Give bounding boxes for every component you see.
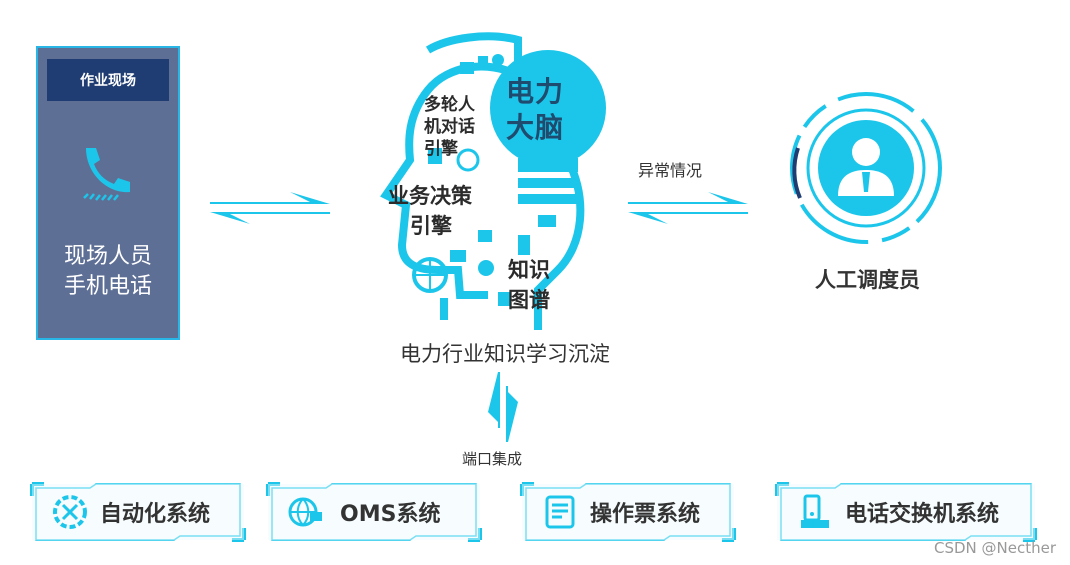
system-label: 电话交换机系统 — [845, 502, 1000, 527]
field-tag: 作业现场 — [47, 59, 169, 101]
head-caption: 电力行业知识学习沉淀 — [400, 342, 610, 366]
globe-monitor-icon — [288, 497, 322, 527]
system-label: 自动化系统 — [100, 502, 211, 527]
telephone-icon — [801, 494, 829, 528]
engine2-line1: 业务决策 — [388, 184, 472, 208]
port-label: 端口集成 — [462, 450, 523, 468]
system-box-automation: 自动化系统 — [30, 482, 246, 542]
tools-gear-icon — [53, 495, 87, 529]
field-card: 作业现场 现场人员 手机电话 — [36, 46, 180, 340]
kg-line1: 知识 — [508, 258, 550, 282]
bulb-line1: 电力 — [506, 75, 565, 108]
bidirectional-arrow-icon — [210, 192, 330, 224]
system-label: OMS系统 — [340, 502, 441, 527]
engine1-line3: 引擎 — [424, 139, 458, 159]
bulb-line2: 大脑 — [506, 111, 565, 144]
system-box-ticket: 操作票系统 — [520, 482, 736, 542]
engine1-line2: 机对话 — [424, 117, 475, 137]
vertical-bidirectional-arrow-icon — [488, 372, 518, 442]
system-frame — [30, 482, 246, 542]
abnormal-label: 异常情况 — [638, 161, 703, 180]
watermark: CSDN @Necther — [933, 539, 1056, 557]
field-line1: 现场人员 — [63, 244, 152, 269]
engine2-line2: 引擎 — [410, 214, 452, 238]
kg-line2: 图谱 — [508, 288, 550, 312]
document-icon — [545, 495, 575, 529]
system-box-oms: OMS系统 — [266, 482, 482, 542]
phone-icon — [83, 148, 130, 201]
field-line2: 手机电话 — [63, 274, 152, 299]
head-silhouette-icon — [380, 32, 606, 330]
bidirectional-arrow-icon-right — [628, 192, 748, 224]
dispatcher-label: 人工调度员 — [815, 268, 920, 292]
system-box-phone-switch: 电话交换机系统 — [775, 482, 1037, 542]
ai-head-illustration: 电力 大脑 多轮人 机对话 引擎 业务决策 引擎 知识 图谱 — [368, 30, 618, 335]
system-label: 操作票系统 — [590, 502, 701, 527]
dispatcher-avatar-icon — [790, 92, 942, 244]
engine1-line1: 多轮人 — [424, 95, 475, 115]
